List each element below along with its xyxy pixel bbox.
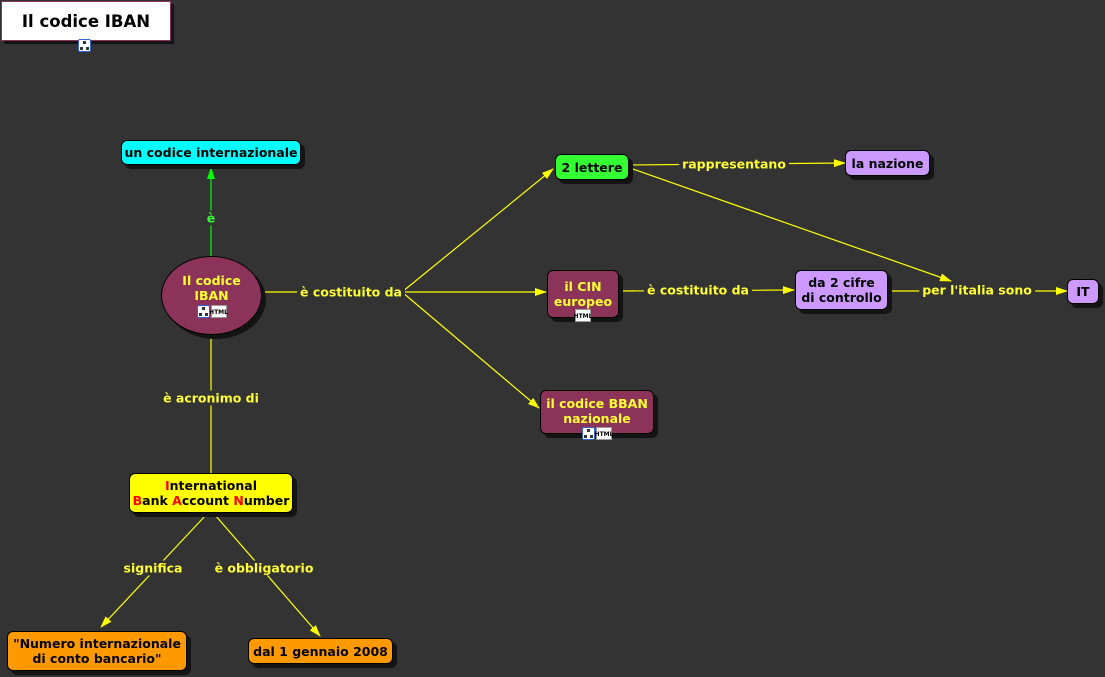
- node-label: la nazione: [851, 155, 924, 171]
- acronym-initial: B: [132, 493, 143, 508]
- link-label-cin-costituito-da[interactable]: è costituito da: [644, 282, 752, 298]
- node-label-line2: nazionale: [563, 411, 631, 426]
- node-codice-internazionale[interactable]: un codice internazionale: [121, 140, 301, 165]
- node-label: 2 lettere: [561, 159, 623, 175]
- html-page-icon[interactable]: HTML: [209, 305, 228, 318]
- acronym-initial: A: [172, 493, 182, 508]
- link-label-costituito-da[interactable]: è costituito da: [297, 284, 405, 300]
- acronym-rest: umber: [243, 493, 290, 508]
- concept-map-icon[interactable]: [196, 305, 210, 318]
- html-page-icon[interactable]: HTML: [594, 427, 614, 440]
- link-label-obbligatorio[interactable]: è obbligatorio: [211, 560, 317, 576]
- link-label-per-italia-sono[interactable]: per l'italia sono: [919, 282, 1035, 298]
- node-it[interactable]: IT: [1067, 279, 1099, 304]
- acronym-line1: International: [165, 478, 257, 493]
- acronym-rest: ccount: [181, 493, 234, 508]
- html-page-icon[interactable]: HTML: [573, 309, 593, 322]
- node-label-line1: da 2 cifre: [808, 275, 875, 290]
- title-icons: [78, 39, 91, 52]
- link-label-significa[interactable]: significa: [120, 560, 186, 576]
- acronym-initial: N: [233, 493, 244, 508]
- node-icons: HTML: [582, 427, 614, 440]
- node-label: IT: [1076, 284, 1090, 299]
- node-label: un codice internazionale: [124, 145, 298, 160]
- acronym-rest: nternational: [169, 478, 257, 493]
- node-label-line1: Il codice: [182, 273, 241, 288]
- node-numero-internazionale[interactable]: "Numero internazionale di conto bancario…: [7, 631, 187, 671]
- node-label-line2: IBAN: [194, 288, 229, 303]
- map-title-text: Il codice IBAN: [21, 11, 151, 31]
- node-label: dal 1 gennaio 2008: [253, 643, 388, 659]
- acronym-line2: Bank Account Number: [133, 493, 290, 508]
- node-codice-bban[interactable]: il codice BBAN nazionale HTML: [540, 390, 654, 440]
- node-label-line2: di conto bancario": [32, 651, 162, 666]
- cin-icons: HTML: [573, 309, 593, 322]
- node-label-line1: "Numero internazionale: [13, 636, 181, 651]
- node-dal-1-gennaio-2008[interactable]: dal 1 gennaio 2008: [248, 638, 393, 664]
- link-label-rappresentano[interactable]: rappresentano: [679, 156, 789, 172]
- node-2-lettere[interactable]: 2 lettere: [555, 154, 629, 180]
- edge-costituito-bban: [401, 291, 540, 409]
- acronym-initial: I: [165, 478, 170, 493]
- node-label-line1: il codice BBAN: [546, 396, 648, 411]
- acronym-rest: ank: [142, 493, 173, 508]
- concept-map-icon[interactable]: [78, 39, 91, 52]
- node-label-line2: europeo: [553, 294, 613, 309]
- concept-map-icon[interactable]: [582, 427, 595, 440]
- node-icons: HTML: [196, 305, 228, 318]
- node-label-line1: il CIN: [564, 279, 602, 294]
- edge-costituito-lettere: [401, 168, 554, 293]
- map-title: Il codice IBAN: [1, 1, 171, 41]
- edge-acronimo-data: [214, 514, 321, 637]
- node-label-line2: di controllo: [801, 290, 882, 305]
- link-label-acronimo-di[interactable]: è acronimo di: [160, 390, 262, 406]
- link-label-e[interactable]: è: [203, 210, 219, 226]
- node-la-nazione[interactable]: la nazione: [845, 150, 930, 176]
- node-il-codice-iban[interactable]: Il codice IBAN HTML: [161, 256, 262, 335]
- html-icon-label: HTML: [594, 431, 614, 438]
- edge-lettere-italia: [629, 167, 952, 282]
- html-icon-label: HTML: [573, 313, 593, 320]
- node-international-bank-account-number[interactable]: International Bank Account Number: [129, 473, 293, 513]
- node-da-2-cifre[interactable]: da 2 cifre di controllo: [795, 270, 888, 310]
- html-icon-label: HTML: [209, 309, 228, 316]
